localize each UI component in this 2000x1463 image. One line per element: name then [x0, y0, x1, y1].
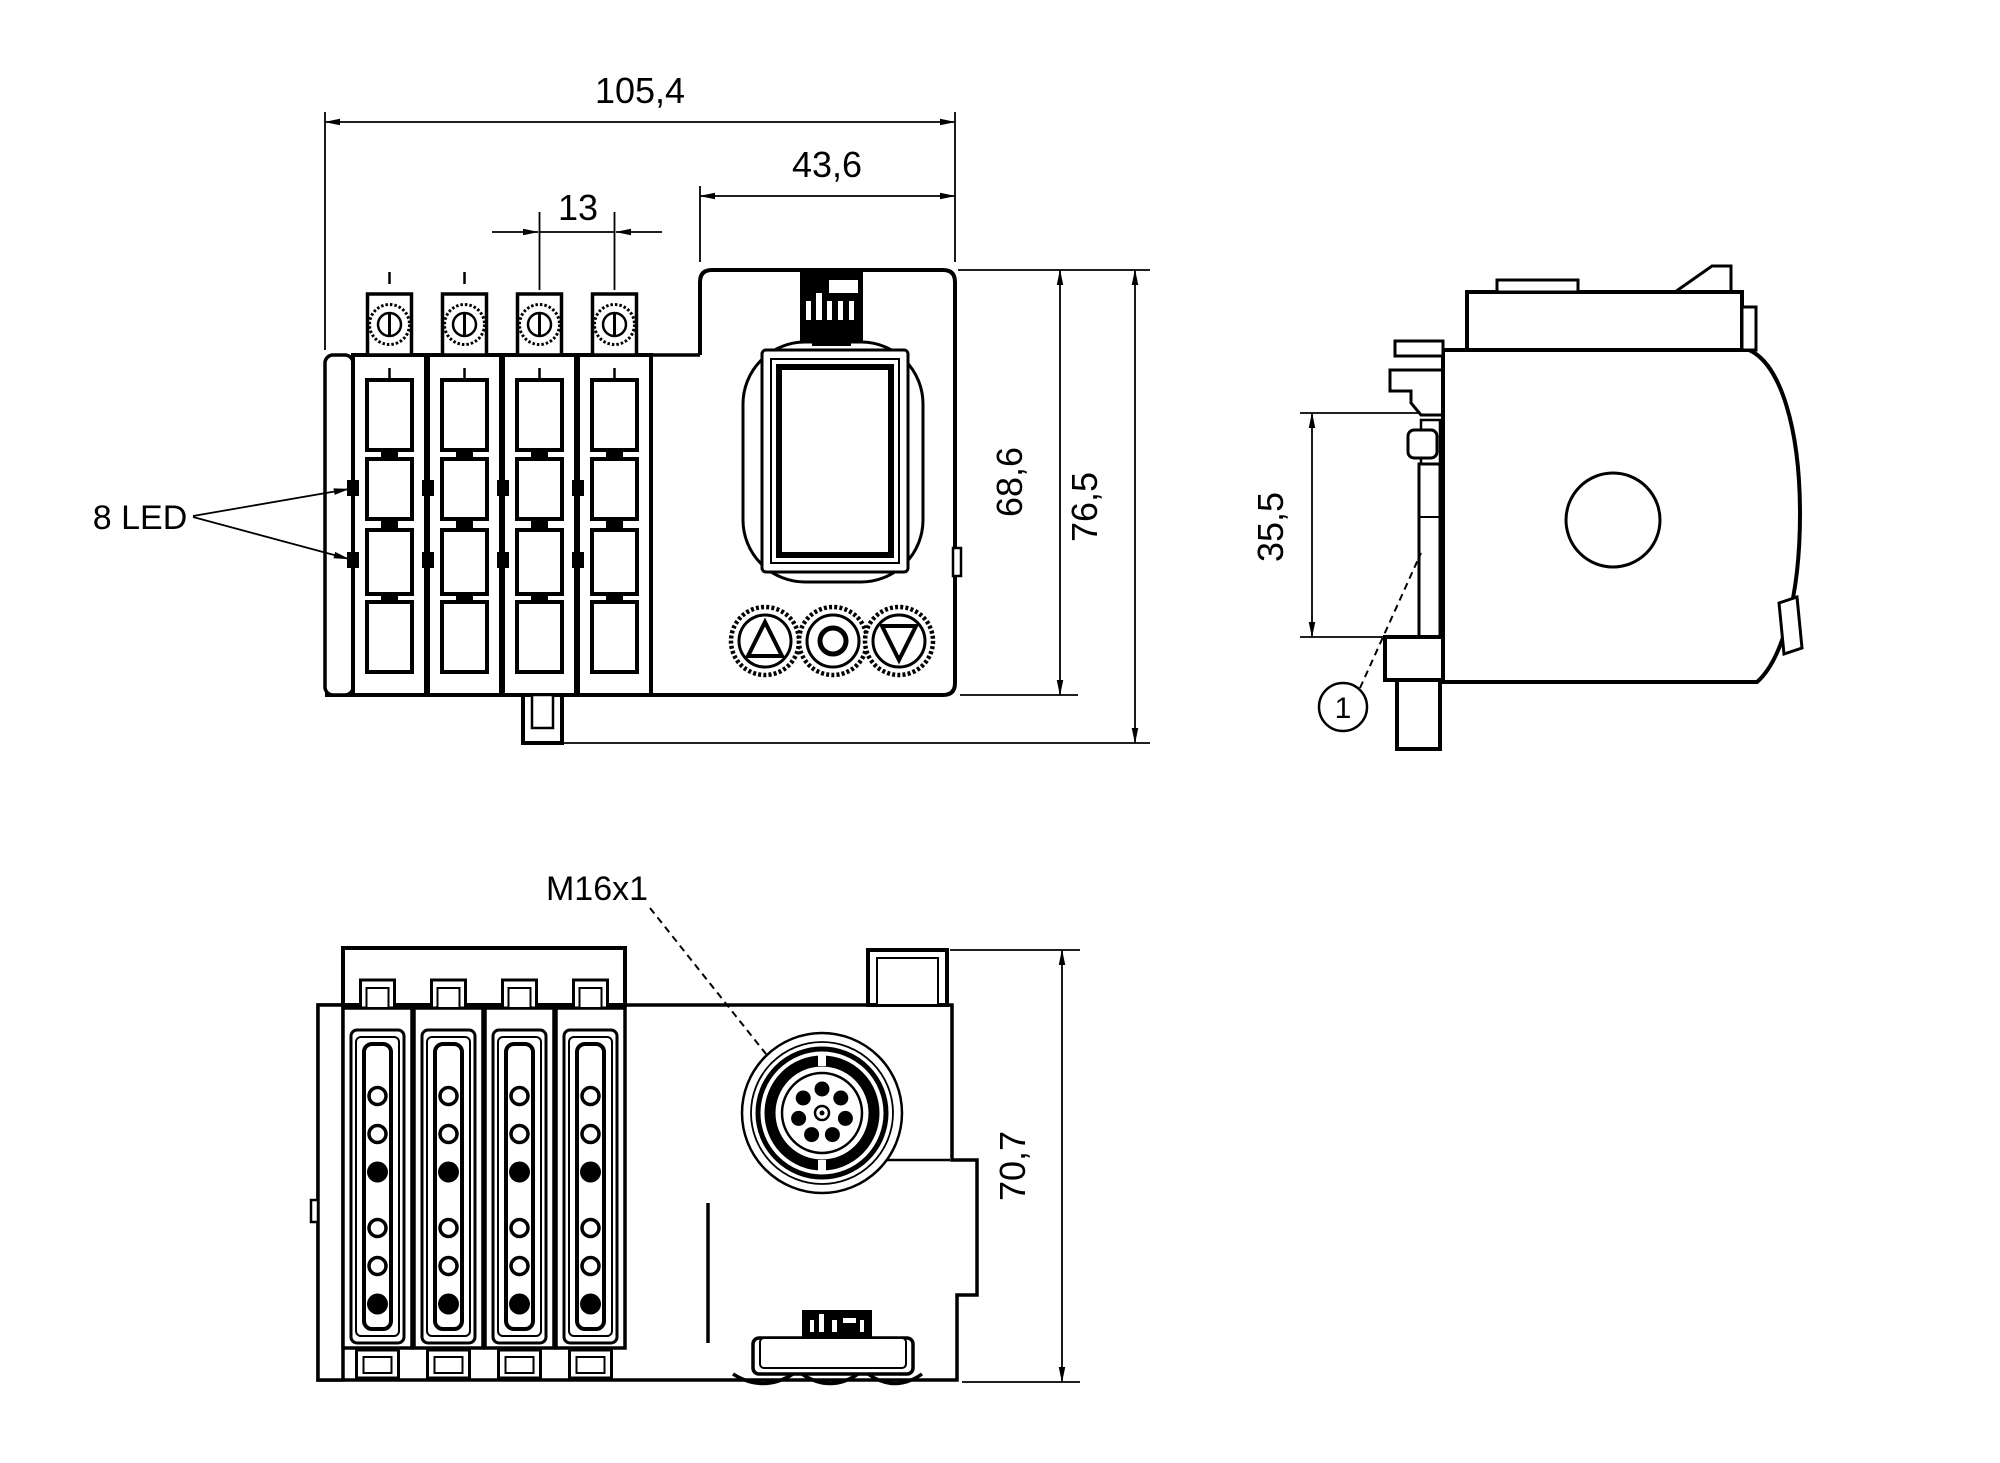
thread-label: M16x1	[546, 870, 648, 908]
rail-hook	[1388, 368, 1443, 417]
front-view: 8 LED 105,4 43,6 13 68,6	[93, 70, 1150, 745]
valve-module-3	[501, 292, 578, 697]
lower-clip	[1383, 635, 1445, 682]
bottom-view: M16x1 70,7	[309, 870, 1080, 1386]
thread-leader	[649, 907, 767, 1055]
side-body	[1441, 348, 1803, 684]
arrow-down-icon	[878, 624, 920, 665]
dim-display-width: 43,6	[792, 144, 862, 185]
button-up	[731, 607, 799, 675]
display-screen	[776, 364, 894, 558]
button-down	[865, 607, 933, 675]
button-ok	[799, 607, 867, 675]
dim-total-width: 105,4	[595, 70, 685, 111]
dimension-rail-height: 35,5	[1250, 412, 1418, 638]
m16-connector	[740, 1031, 904, 1195]
dimension-display-width: 43,6	[699, 144, 956, 262]
arrow-up-icon	[744, 617, 786, 658]
side-hole	[1564, 471, 1662, 569]
dim-module-pitch: 13	[558, 187, 598, 228]
dimension-total-height: 76,5	[562, 269, 1150, 744]
valve-module-2	[426, 292, 503, 697]
bump-2	[801, 1372, 859, 1386]
callout-din-rail: 1	[1317, 552, 1422, 733]
bottom-connector	[732, 1310, 924, 1386]
foot	[1395, 678, 1442, 751]
valve-module-4	[576, 292, 653, 697]
dim-total-height: 76,5	[1064, 472, 1105, 542]
top-cap	[1465, 290, 1744, 352]
callout-number: 1	[1335, 692, 1352, 725]
bump-1	[732, 1372, 794, 1386]
end-plate-notch	[309, 1198, 320, 1224]
latch-lever	[1670, 264, 1733, 294]
display-unit	[741, 270, 925, 584]
led-leader-2	[192, 516, 350, 560]
dimension-housing-height: 68,6	[958, 269, 1150, 696]
callout-balloon	[1317, 681, 1369, 733]
led-leader-1	[192, 488, 350, 517]
dim-rail-height: 35,5	[1250, 492, 1291, 562]
dimension-total-width: 105,4	[324, 70, 956, 350]
dim-housing-height: 68,6	[989, 447, 1030, 517]
circle-icon	[817, 625, 849, 657]
bottom-module-1	[341, 978, 414, 1380]
cap-step	[1740, 305, 1758, 352]
top-cap-rib	[1495, 278, 1580, 294]
upper-ledge	[1393, 339, 1445, 358]
dimension-depth: 70,7	[950, 949, 1080, 1383]
rail-nub	[1406, 428, 1439, 460]
mounting-tab-inner	[530, 693, 555, 730]
end-plate	[323, 353, 355, 697]
dim-depth: 70,7	[992, 1131, 1033, 1201]
bottom-module-4	[554, 978, 627, 1380]
bottom-module-3	[483, 978, 556, 1380]
bump-3	[866, 1372, 924, 1386]
led-label: 8 LED	[93, 499, 188, 537]
dimension-module-pitch: 13	[492, 187, 662, 290]
bottom-end-plate	[316, 1003, 345, 1382]
housing-outline	[325, 268, 957, 697]
side-view: 35,5 1	[1250, 264, 1804, 751]
valve-module-1	[351, 292, 428, 697]
bottom-module-2	[412, 978, 485, 1380]
rear-tab-inner	[876, 957, 939, 1006]
bulge-clip	[1777, 594, 1804, 657]
housing-side-notch	[951, 546, 963, 578]
din-rail	[1417, 462, 1442, 639]
